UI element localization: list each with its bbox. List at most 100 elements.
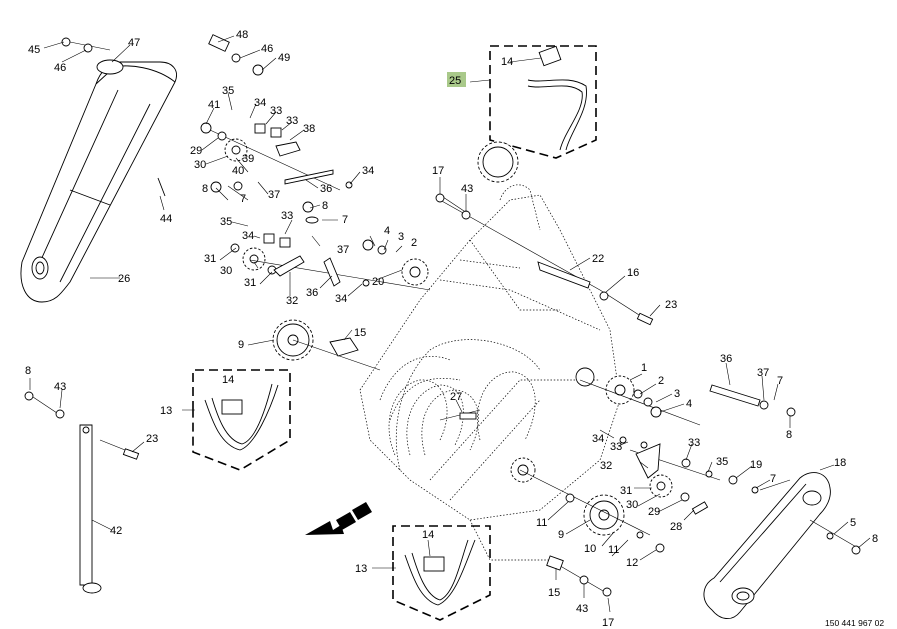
sprocket-20	[401, 258, 429, 286]
drive-guard-18	[703, 472, 831, 619]
callout-11: 11	[608, 544, 619, 556]
callout-35: 35	[222, 85, 234, 97]
chain-detail-box-25	[489, 45, 597, 159]
callout-34: 34	[254, 97, 266, 109]
callout-26: 26	[118, 273, 130, 285]
callout-35: 35	[220, 216, 232, 228]
callout-3: 3	[398, 231, 404, 243]
callout-47: 47	[128, 37, 140, 49]
callout-29: 29	[190, 145, 202, 157]
callout-40: 40	[232, 165, 244, 177]
callout-33: 33	[610, 441, 622, 453]
callout-2: 2	[411, 237, 417, 249]
callout-8: 8	[872, 533, 878, 545]
callout-8: 8	[202, 183, 208, 195]
sprocket-9-bottom	[583, 494, 625, 536]
callout-38: 38	[303, 123, 315, 135]
callout-7: 7	[342, 214, 348, 226]
callout-9: 9	[558, 529, 564, 541]
callout-9: 9	[238, 339, 244, 351]
callout-32: 32	[286, 295, 298, 307]
callout-30: 30	[220, 265, 232, 277]
chain-detail-box-13-bottom	[392, 525, 491, 621]
drawing-number: 150 441 967 02	[825, 618, 884, 628]
callout-37: 37	[337, 244, 349, 256]
callout-30: 30	[626, 499, 638, 511]
callout-31: 31	[204, 253, 216, 265]
sprocket-30-mid	[242, 247, 266, 271]
callout-33: 33	[270, 105, 282, 117]
callout-48: 48	[236, 29, 248, 41]
callout-labels: 45 46 47 48 46 49 35 34 41 33 33 38 29 3…	[25, 29, 878, 629]
callout-7: 7	[240, 193, 246, 205]
leader-lines	[29, 35, 871, 613]
callout-43: 43	[461, 183, 473, 195]
callout-42: 42	[110, 525, 122, 537]
callout-25: 25	[449, 75, 461, 87]
support-post-42	[79, 424, 102, 594]
callout-14: 14	[222, 374, 234, 386]
callout-37: 37	[268, 189, 280, 201]
assembly-axis-lines	[29, 41, 859, 596]
sprocket-shaft	[510, 367, 595, 483]
callout-13: 13	[160, 405, 172, 417]
callout-17: 17	[432, 165, 444, 177]
callout-20: 20	[372, 276, 384, 288]
callout-34: 34	[335, 293, 347, 305]
callout-17: 17	[602, 617, 614, 629]
callout-34: 34	[242, 230, 254, 242]
callout-33: 33	[286, 115, 298, 127]
sprocket-upper	[477, 141, 519, 183]
callout-5: 5	[850, 517, 856, 529]
callout-8: 8	[25, 365, 31, 377]
callout-16: 16	[627, 267, 639, 279]
callout-23: 23	[146, 433, 158, 445]
callout-14: 14	[422, 529, 434, 541]
callout-36: 36	[720, 353, 732, 365]
callout-22: 22	[592, 253, 604, 265]
callout-44: 44	[160, 213, 172, 225]
callout-45: 45	[28, 44, 40, 56]
callout-31: 31	[244, 277, 256, 289]
callout-34: 34	[592, 433, 604, 445]
sprocket-30-lower	[649, 474, 673, 498]
main-frame	[359, 184, 621, 561]
sprocket-1	[605, 375, 635, 405]
drive-guard-26	[20, 59, 177, 303]
chain-detail-box-13-left	[192, 369, 291, 471]
callout-8: 8	[786, 429, 792, 441]
callout-28: 28	[670, 521, 682, 533]
callout-18: 18	[834, 457, 846, 469]
callout-46: 46	[261, 43, 273, 55]
callout-4: 4	[384, 225, 390, 237]
callout-37: 37	[757, 367, 769, 379]
callout-3: 3	[674, 388, 680, 400]
callout-36: 36	[306, 287, 318, 299]
callout-30: 30	[194, 159, 206, 171]
callout-35: 35	[716, 456, 728, 468]
callout-15: 15	[548, 587, 560, 599]
callout-36: 36	[320, 183, 332, 195]
callout-31: 31	[620, 485, 632, 497]
callout-13: 13	[355, 563, 367, 575]
callout-46: 46	[54, 62, 66, 74]
callout-27: 27	[450, 391, 462, 403]
callout-14: 14	[501, 56, 513, 68]
callout-34: 34	[362, 165, 374, 177]
callout-7: 7	[777, 375, 783, 387]
callout-41: 41	[208, 99, 220, 111]
callout-29: 29	[648, 506, 660, 518]
callout-43: 43	[576, 603, 588, 615]
callout-25-highlight	[447, 72, 466, 87]
callout-11: 11	[536, 517, 547, 529]
callout-32: 32	[600, 460, 612, 472]
callout-8: 8	[322, 200, 328, 212]
callout-7: 7	[770, 473, 776, 485]
callout-33: 33	[281, 210, 293, 222]
callout-39: 39	[242, 153, 254, 165]
callout-4: 4	[686, 398, 692, 410]
callout-19: 19	[750, 459, 762, 471]
callout-1: 1	[641, 362, 647, 374]
direction-arrow	[305, 502, 372, 535]
